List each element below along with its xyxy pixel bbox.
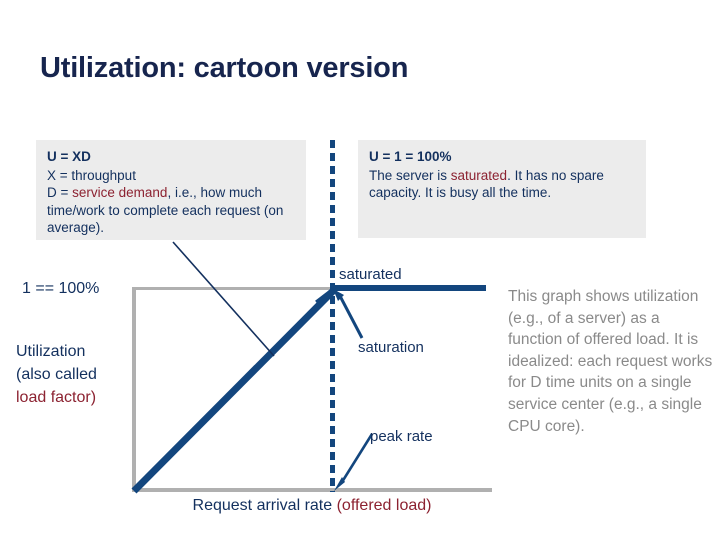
callout-saturation-heading: U = 1 = 100% (369, 149, 452, 164)
callout-saturation-body-prefix: The server is (369, 167, 451, 183)
annotation-saturated: saturated (339, 266, 402, 283)
commentary-text: This graph shows utilization (e.g., of a… (508, 288, 713, 435)
y-axis-label-line1: Utilization (16, 343, 86, 360)
y-axis-label-line2: (also called (16, 366, 97, 383)
callout-formula-line3-prefix: D = (47, 185, 73, 201)
callout-formula-line3-highlight: service demand (72, 185, 168, 201)
x-axis-label-prefix: Request arrival rate (192, 497, 337, 514)
page-title: Utilization: cartoon version (40, 52, 409, 84)
x-axis-label: Request arrival rate (offered load) (132, 497, 492, 515)
y-axis-line (132, 288, 136, 492)
saturation-dashed-line (330, 140, 335, 492)
callout-saturation: U = 1 = 100% The server is saturated. It … (358, 140, 646, 238)
y-axis-label: Utilization (also called load factor) (16, 340, 136, 409)
x-axis-label-highlight: (offered load) (336, 497, 432, 514)
annotation-saturation: saturation (358, 339, 424, 356)
callout-formula-heading: U = XD (47, 149, 91, 164)
callout-formula: U = XD X = throughput D = service demand, … (36, 140, 306, 240)
callout-formula-line3-suffix: , i.e., how much time/work to complete e… (47, 185, 284, 236)
callout-saturation-body-suffix: . It has no spare capacity. It is busy a… (369, 167, 604, 201)
utilization-plateau-line (333, 285, 486, 291)
callout-saturation-body-highlight: saturated (450, 167, 508, 183)
y-axis-label-line3: load factor) (16, 389, 97, 406)
utilization-ramp-line (131, 286, 338, 494)
callout-formula-line2: X = throughput (47, 167, 136, 183)
annotation-peak-rate: peak rate (370, 428, 433, 445)
y-axis-tick-label-100: 1 == 100% (22, 280, 100, 297)
x-axis-line (132, 488, 492, 492)
